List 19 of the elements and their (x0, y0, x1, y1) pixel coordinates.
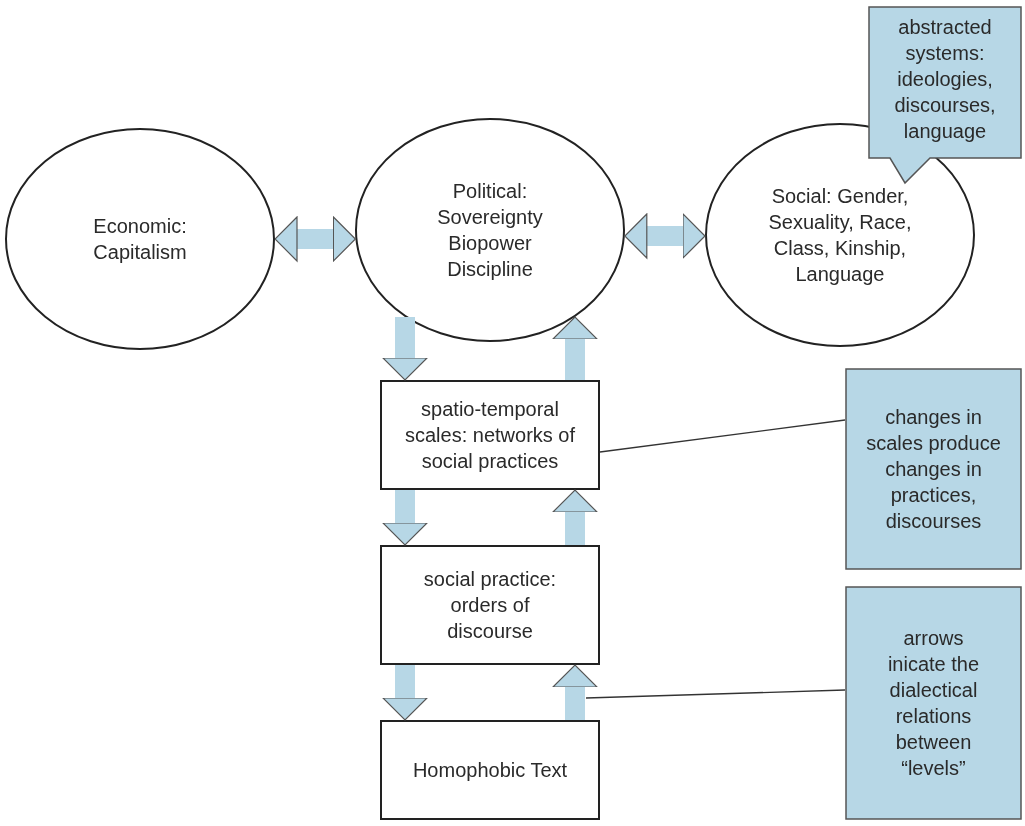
box-label: Homophobic Text (412, 758, 568, 783)
note-box (845, 368, 1022, 570)
box-label: spatio-temporal scales: networks of social practices (403, 397, 577, 474)
ellipse-label: Social: Gender, Sexuality, Race, Class, Kinship, Language (767, 184, 913, 287)
note-box (845, 586, 1022, 820)
callout-box (868, 6, 1022, 184)
leader-line (585, 689, 846, 699)
ellipse-node (355, 118, 625, 342)
ellipse-label: Economic: Capitalism (92, 214, 188, 265)
ellipse-node (5, 128, 275, 350)
note-text: changes in scales produce changes in practices, discourses (865, 405, 1002, 534)
text-box (380, 380, 600, 490)
note-text: arrows inicate the dialectical relations between “levels” (886, 626, 981, 781)
text-box (380, 545, 600, 665)
box-label: social practice: orders of discourse (422, 567, 558, 644)
leader-line (599, 419, 846, 453)
text-box (380, 720, 600, 820)
note-text: abstracted systems: ideologies, discourses, language (893, 15, 997, 144)
ellipse-label: Political: Sovereignty Biopower Discipline (436, 179, 544, 282)
